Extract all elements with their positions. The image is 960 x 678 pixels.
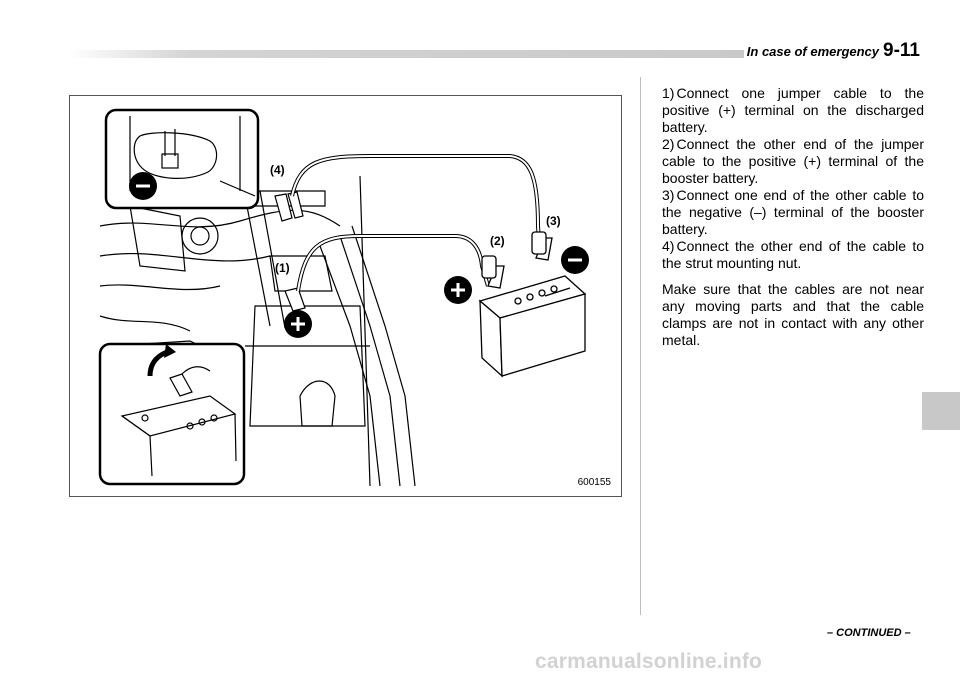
chapter-tab	[922, 392, 960, 430]
callout-label-2: (2)	[490, 234, 505, 248]
watermark: carmanualsonline.info	[535, 650, 763, 673]
step-text: Connect the other end of the jumper cabl…	[662, 136, 924, 186]
step-item: 4)Connect the other end of the cable to …	[662, 238, 924, 272]
section-title: In case of emergency	[746, 44, 880, 59]
negative-symbol-inset	[129, 172, 157, 200]
step-number: 2)	[662, 136, 675, 152]
step-number: 3)	[662, 187, 675, 203]
step-number: 1)	[662, 85, 675, 101]
jump-start-illustration: (4) (1) (2) (3) 600155	[69, 95, 622, 497]
callout-label-1: (1)	[275, 261, 290, 275]
engine-bay-drawing	[98, 108, 589, 487]
step-text: Connect one jumper cable to the positive…	[662, 85, 924, 135]
steps-list: 1)Connect one jumper cable to the positi…	[662, 85, 924, 272]
step-number: 4)	[662, 238, 675, 254]
positive-symbol-booster	[444, 276, 472, 304]
negative-symbol-booster	[561, 246, 589, 274]
positive-symbol-discharged	[284, 310, 312, 338]
header-rule	[68, 50, 744, 58]
callout-label-3: (3)	[546, 214, 561, 228]
column-divider	[640, 77, 641, 615]
step-item: 1)Connect one jumper cable to the positi…	[662, 85, 924, 136]
step-text: Connect the other end of the cable to th…	[662, 238, 924, 271]
callout-label-4: (4)	[270, 163, 285, 177]
step-item: 2)Connect the other end of the jumper ca…	[662, 136, 924, 187]
safety-note: Make sure that the cables are not near a…	[662, 281, 924, 348]
instructions-column: 1)Connect one jumper cable to the positi…	[662, 85, 924, 363]
figure-code: 600155	[577, 477, 611, 488]
continued-marker: – CONTINUED –	[827, 627, 911, 639]
step-item: 3)Connect one end of the other cable to …	[662, 187, 924, 238]
step-text: Connect one end of the other cable to th…	[662, 187, 924, 237]
page-number: 9-11	[883, 40, 920, 61]
